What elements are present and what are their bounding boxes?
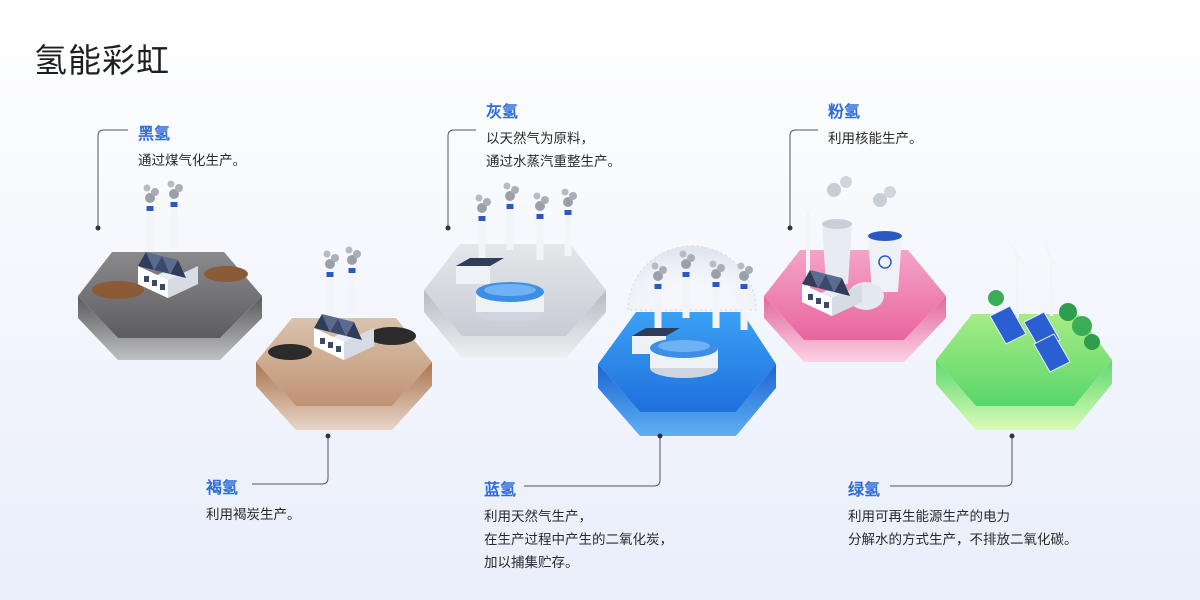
label-black-hydrogen: 黑氢 通过煤气化生产。: [138, 120, 246, 173]
tile-green-hydrogen: [936, 232, 1112, 430]
label-desc-line: 利用核能生产。: [828, 131, 923, 147]
label-title: 灰氢: [486, 102, 519, 121]
label-desc-line: 加以捕集贮存。: [484, 555, 579, 571]
page-title: 氢能彩虹: [34, 41, 170, 80]
tile-pink-hydrogen: [764, 176, 946, 362]
leader-green: [890, 436, 1013, 487]
label-title: 褐氢: [206, 478, 239, 497]
label-pink-hydrogen: 粉氢 利用核能生产。: [828, 98, 923, 151]
leader-black: [97, 129, 128, 226]
label-desc-line: 利用天然气生产，: [484, 509, 592, 525]
label-desc-line: 利用褐炭生产。: [206, 507, 301, 523]
tile-brown-hydrogen: [256, 246, 432, 430]
leader-gray: [447, 129, 476, 226]
label-title: 蓝氢: [484, 480, 517, 499]
tile-blue-hydrogen: [598, 245, 776, 436]
leader-dot-brown: [325, 433, 331, 439]
leader-dot-pink: [787, 225, 793, 231]
label-gray-hydrogen: 灰氢 以天然气为原料， 通过水蒸汽重整生产。: [486, 98, 621, 174]
label-desc-line: 分解水的方式生产，不排放二氧化碳。: [848, 532, 1078, 548]
leader-blue: [524, 436, 661, 487]
tile-black-hydrogen: [78, 180, 262, 360]
label-desc-line: 通过煤气化生产。: [138, 153, 246, 169]
label-title: 粉氢: [828, 102, 861, 121]
label-desc-line: 在生产过程中产生的二氧化炭，: [484, 532, 673, 548]
label-blue-hydrogen: 蓝氢 利用天然气生产， 在生产过程中产生的二氧化炭， 加以捕集贮存。: [484, 476, 673, 575]
label-title: 黑氢: [138, 124, 171, 143]
leader-dot-black: [95, 225, 101, 231]
label-desc-line: 利用可再生能源生产的电力: [848, 509, 1010, 525]
label-brown-hydrogen: 褐氢 利用褐炭生产。: [206, 474, 301, 527]
leader-dot-green: [1009, 433, 1015, 439]
label-title: 绿氢: [848, 480, 881, 499]
leader-dot-gray: [445, 225, 451, 231]
label-green-hydrogen: 绿氢 利用可再生能源生产的电力 分解水的方式生产，不排放二氧化碳。: [848, 476, 1078, 552]
leader-pink: [789, 129, 818, 226]
leader-dot-blue: [657, 433, 663, 439]
label-desc-line: 通过水蒸汽重整生产。: [486, 154, 621, 170]
label-desc-line: 以天然气为原料，: [486, 131, 594, 147]
tile-gray-hydrogen: [424, 182, 606, 358]
leader-brown: [252, 436, 329, 485]
